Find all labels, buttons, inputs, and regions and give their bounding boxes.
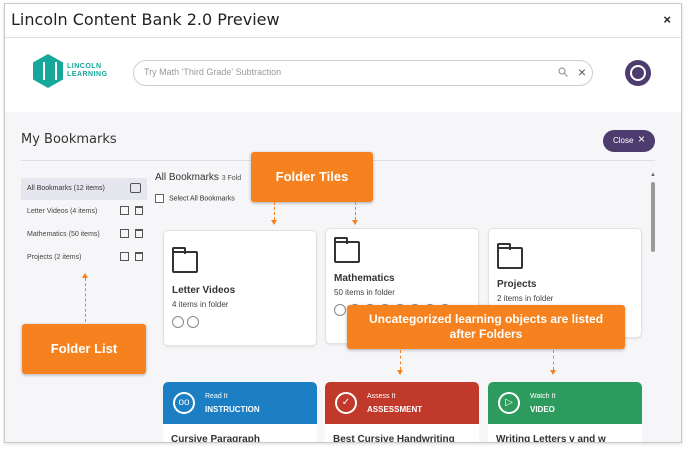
search-icon[interactable]	[558, 67, 568, 77]
card-title: Cursive Paragraph	[171, 434, 260, 443]
callout-arrow	[550, 350, 556, 375]
sidebar-item-mathematics[interactable]: Mathematics (50 items)	[21, 223, 147, 246]
sidebar-item-all-bookmarks[interactable]: All Bookmarks (12 items)	[21, 178, 147, 200]
folder-count-text: 4 items in folder	[172, 300, 229, 309]
trash-icon[interactable]	[135, 206, 143, 215]
trash-icon[interactable]	[135, 252, 143, 261]
learning-object-card-video[interactable]: ▷ Watch It VIDEO Writing Letters v and w	[488, 382, 642, 443]
checkbox-icon[interactable]	[155, 194, 164, 203]
card-title: Writing Letters v and w	[496, 434, 606, 443]
user-avatar-icon[interactable]	[625, 60, 651, 86]
page-title: My Bookmarks	[21, 132, 117, 147]
video-type-icon	[172, 316, 184, 328]
card-category: INSTRUCTION	[205, 405, 260, 414]
card-kind: Read It	[205, 393, 228, 400]
glasses-icon: oo	[173, 392, 195, 414]
add-folder-icon[interactable]	[130, 183, 141, 193]
card-title: Best Cursive Handwriting	[333, 434, 455, 443]
folder-tile-letter-videos[interactable]: Letter Videos 4 items in folder	[163, 230, 317, 346]
callout-folder-list: Folder List	[22, 324, 146, 374]
window-title: Lincoln Content Bank 2.0 Preview	[11, 10, 280, 29]
folder-name: Letter Videos	[172, 285, 236, 296]
instruction-type-icon	[187, 316, 199, 328]
logo-hex-icon	[33, 54, 63, 88]
close-button-label: Close	[613, 136, 634, 145]
folder-name: Projects	[497, 279, 537, 290]
trash-icon[interactable]	[135, 229, 143, 238]
folder-count-text: 50 items in folder	[334, 288, 395, 297]
content-type-icon	[334, 304, 346, 316]
title-bar: Lincoln Content Bank 2.0 Preview ×	[5, 4, 681, 38]
close-button[interactable]: Close ×	[603, 130, 655, 152]
callout-arrow	[397, 350, 403, 375]
content-heading: All Bookmarks	[155, 172, 219, 183]
sidebar-item-projects[interactable]: Projects (2 items)	[21, 246, 147, 269]
card-category: VIDEO	[530, 405, 555, 414]
logo-text-line-2: LEARNING	[67, 71, 108, 78]
sidebar-item-label: Projects (2 items)	[27, 254, 82, 261]
select-all-checkbox[interactable]: Select All Bookmarks	[155, 194, 235, 203]
callout-arrow	[352, 202, 358, 225]
card-kind: Watch It	[530, 393, 556, 400]
select-all-label: Select All Bookmarks	[169, 195, 235, 203]
search-input[interactable]: Try Math 'Third Grade' Subtraction ×	[133, 60, 593, 86]
bookmarks-content: All Bookmarks 3 Fold Select All Bookmark…	[155, 172, 645, 443]
scroll-up-icon[interactable]: ▲	[650, 172, 656, 178]
learning-object-card-instruction[interactable]: oo Read It INSTRUCTION Cursive Paragraph	[163, 382, 317, 443]
app-header: LINCOLN LEARNING Try Math 'Third Grade' …	[5, 38, 681, 112]
close-icon: ×	[638, 132, 646, 146]
folder-count: 3 Fold	[221, 175, 242, 182]
edit-icon[interactable]	[120, 229, 129, 238]
folder-name: Mathematics	[334, 273, 395, 284]
lincoln-learning-logo[interactable]: LINCOLN LEARNING	[33, 54, 143, 94]
callout-arrow	[271, 202, 277, 225]
edit-icon[interactable]	[120, 252, 129, 261]
callout-arrow	[82, 273, 88, 322]
folder-icon	[334, 237, 360, 263]
card-category: ASSESSMENT	[367, 405, 423, 414]
folder-icon	[172, 247, 198, 273]
sidebar-item-label: Mathematics (50 items)	[27, 231, 100, 238]
callout-folder-tiles: Folder Tiles	[251, 152, 373, 202]
search-placeholder: Try Math 'Third Grade' Subtraction	[144, 67, 282, 77]
sidebar-item-label: Letter Videos (4 items)	[27, 208, 98, 215]
play-icon: ▷	[498, 392, 520, 414]
card-kind: Assess It	[367, 393, 396, 400]
edit-icon[interactable]	[120, 206, 129, 215]
scrollbar-thumb[interactable]	[651, 182, 655, 252]
callout-uncategorized: Uncategorized learning objects are liste…	[347, 305, 625, 349]
sidebar-item-label: All Bookmarks (12 items)	[27, 185, 105, 192]
window-close-icon[interactable]: ×	[663, 12, 671, 27]
app-window: Lincoln Content Bank 2.0 Preview × LINCO…	[4, 3, 682, 443]
logo-text-line-1: LINCOLN	[67, 63, 102, 70]
folder-list: All Bookmarks (12 items) Letter Videos (…	[21, 178, 147, 269]
learning-object-card-assessment[interactable]: ✓ Assess It ASSESSMENT Best Cursive Hand…	[325, 382, 479, 443]
checkmark-icon: ✓	[335, 392, 357, 414]
folder-icon	[497, 243, 523, 269]
clear-search-icon[interactable]: ×	[577, 64, 586, 80]
sidebar-item-letter-videos[interactable]: Letter Videos (4 items)	[21, 200, 147, 223]
folder-count-text: 2 items in folder	[497, 294, 554, 303]
scrollbar[interactable]: ▲	[650, 172, 656, 442]
